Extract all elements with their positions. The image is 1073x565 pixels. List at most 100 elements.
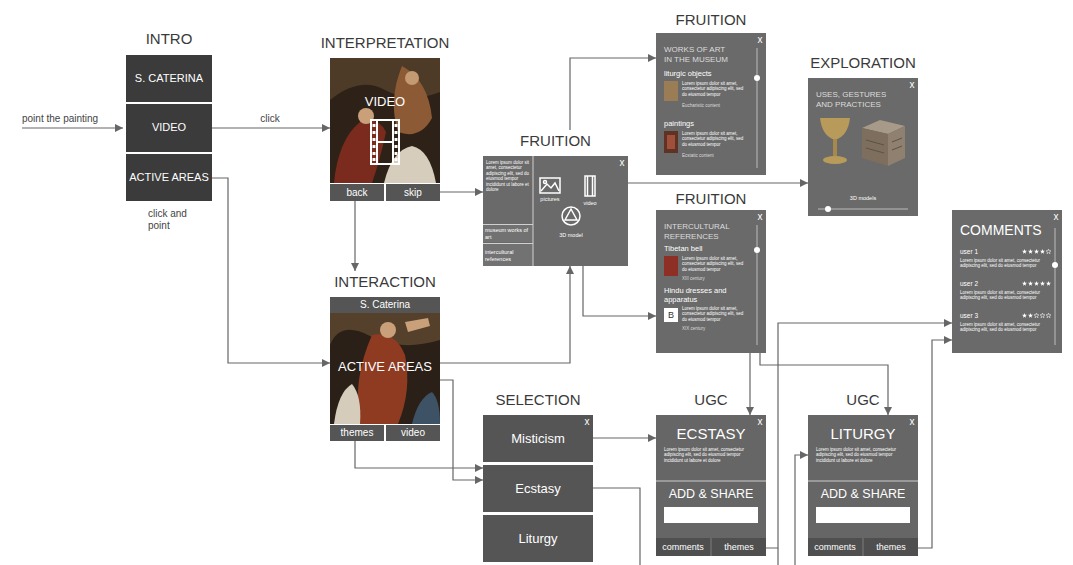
film-sprockets [395,131,398,134]
media-icons [585,176,595,196]
section-heading: SELECTION [468,391,608,409]
close-button: x [617,157,627,169]
button-label: themes [712,542,766,553]
media-icons [541,183,559,191]
panel-title: ECSTASY [656,425,766,443]
small-link: Eucharistic content [682,103,744,108]
connector [583,266,656,316]
section-label: ADD & SHARE [808,487,918,502]
star-rating [1040,313,1045,318]
section-heading: INTERACTION [315,273,455,291]
title-bar: S. Caterina [330,297,440,313]
logo-letter: B [664,308,678,322]
film-sprockets [395,138,398,141]
film-sprockets [373,138,376,141]
slider [818,209,908,210]
menu-label: Liturgy [483,531,593,547]
button-label: comments [808,542,862,553]
section-heading: FRUITION [641,190,781,208]
input-field [656,481,918,523]
painting-image [405,318,430,332]
icon-label: pictures [532,196,568,203]
box-model [862,128,888,166]
close-button: x [755,416,765,428]
placeholder-text: Lorem ipsum dolor sit amet, consectetur … [816,447,910,463]
chalice-model [823,156,847,164]
star-rating [1040,281,1045,286]
thumbnail [664,256,678,276]
box-model [862,120,905,166]
item-title: liturgic objects [664,69,749,78]
film-sprockets [395,145,398,148]
screen-panel: xCOMMENTSuser 1Lorem ipsum dolor sit ame… [952,210,1062,353]
button-label: video [386,427,440,439]
star-rating [1046,249,1051,254]
panel-title: USES, GESTURES AND PRACTICES [816,90,896,109]
connector [212,178,330,363]
connector [355,441,483,468]
panel-title: COMMENTS [960,222,1052,239]
chalice-model [820,118,850,140]
painting-image [394,66,432,134]
connector [440,266,570,363]
media-icons [540,178,560,193]
media-icons [540,176,595,225]
connector [593,437,656,438]
menu-label: VIDEO [128,121,210,134]
painting-image [330,58,440,183]
flow-line [22,127,123,128]
screen-panel: FRUITIONxINTERCULTURAL REFERENCESTibetan… [656,210,766,353]
painting-image [405,71,419,85]
button: back [330,184,384,201]
flow-line [795,455,808,565]
scrollbar [757,48,758,168]
scrollbar [1052,262,1058,268]
star-rating [1046,313,1051,318]
caption: 3D models [808,195,918,202]
menu-label: Misticism [483,431,593,447]
user-name: user 3 [960,312,1000,320]
placeholder-text: Lorem ipsum dolor sit amet, consectetur … [664,447,758,463]
small-link: Ecstatic content [682,153,744,158]
scrollbar [754,247,760,253]
screen-panel: INTERPRETATIONVIDEObackskip [330,58,440,201]
star-rating [1046,281,1051,286]
button-label: comments [656,542,710,553]
placeholder-text: Lorem ipsum dolor sit amet, consectetur … [960,290,1048,301]
thumbnail [664,131,678,153]
menu-item: Misticismx [483,415,593,462]
painting-image [412,392,440,424]
connector [440,191,483,192]
slider [818,206,908,212]
thumbnail [664,81,678,276]
film-sprockets [395,158,398,161]
menu-label: Ecstasy [483,481,593,497]
flow-line [593,488,640,565]
button-label: themes [330,427,384,439]
overlay-title: ACTIVE AREAS [330,359,440,375]
film-icon [371,120,399,164]
item-title: paintings [664,119,749,128]
placeholder-text: Lorem ipsum dolor sit amet, consectetur … [682,131,744,147]
item-title: Hindu dresses and apparatus [664,286,752,304]
input-field [664,507,758,523]
menu-item: ACTIVE AREAS [126,154,212,201]
chalice-model [833,139,837,158]
connector [918,340,952,548]
overlay-title: VIDEO [330,94,440,110]
box-model [866,138,902,153]
connector [354,201,355,271]
button: themes [864,538,918,556]
film-icon [392,120,394,164]
small-link: XIII century [682,276,744,281]
button-label: themes [864,542,918,553]
bar-title: S. Caterina [330,299,440,311]
menu-label: museum works of art [485,227,531,240]
flow-line [777,548,778,565]
painting-image [330,313,440,345]
menu-item: S. CATERINA [126,55,212,102]
star-rating [1040,249,1045,254]
section-heading: UGC [793,391,933,409]
media-icons [544,181,547,184]
connector [212,127,330,128]
